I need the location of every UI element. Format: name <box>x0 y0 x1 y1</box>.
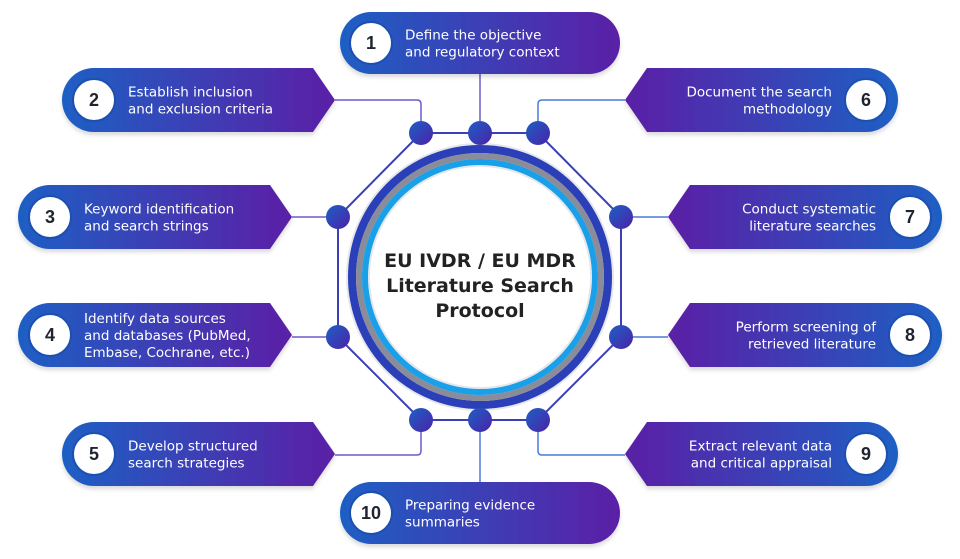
node-dot <box>526 121 550 145</box>
step-label-line: and regulatory context <box>405 45 560 61</box>
node-dot <box>326 205 350 229</box>
node-dot <box>468 121 492 145</box>
center-disc <box>370 167 590 387</box>
central-hub <box>326 121 633 432</box>
center-title-line-1: EU IVDR / EU MDR <box>384 250 576 272</box>
step-box <box>62 68 335 132</box>
step-number: 8 <box>905 325 915 345</box>
step-box <box>668 303 942 367</box>
step-number-badge <box>844 78 888 122</box>
step-label-line: Establish inclusion <box>128 85 253 101</box>
ring-gray <box>356 153 604 401</box>
step-label-line: summaries <box>405 515 480 531</box>
node-dot <box>326 325 350 349</box>
ring-blue <box>348 145 612 409</box>
step-label-line: retrieved literature <box>748 337 876 353</box>
step-label-line: Keyword identification <box>84 202 234 218</box>
step-box <box>18 185 292 249</box>
node-dot <box>409 121 433 145</box>
step-label-line: and databases (PubMed, <box>84 328 251 344</box>
node-dot <box>526 408 550 432</box>
step-label-line: Define the objective <box>405 28 541 44</box>
step-number: 6 <box>861 90 871 110</box>
step-label-line: and search strings <box>84 219 209 235</box>
node-dot <box>468 408 492 432</box>
connector-line <box>335 99 422 133</box>
node-dot <box>409 408 433 432</box>
step-number-badge <box>888 195 932 239</box>
step-label-line: Conduct systematic <box>742 202 876 218</box>
step-number: 5 <box>89 444 99 464</box>
step-number-badge <box>72 432 116 476</box>
node-dot <box>609 205 633 229</box>
step-box <box>340 12 620 74</box>
step-label-line: Develop structured <box>128 439 258 455</box>
step-number: 4 <box>45 325 55 345</box>
step-number-badge <box>72 78 116 122</box>
step-label-line: Perform screening of <box>736 320 878 336</box>
step-label-line: Identify data sources <box>84 311 226 327</box>
step-label-line: and exclusion criteria <box>128 102 273 118</box>
node-dot <box>609 325 633 349</box>
ring-cyan <box>362 159 598 395</box>
step-box <box>668 185 942 249</box>
step-number-badge <box>844 432 888 476</box>
step-box <box>625 422 898 486</box>
step-label-line: search strategies <box>128 456 245 472</box>
step-number-badge <box>349 21 393 65</box>
step-label-line: literature searches <box>749 219 876 235</box>
step-label-line: Document the search <box>686 85 832 101</box>
step-number: 9 <box>861 444 871 464</box>
step-number: 10 <box>361 503 381 523</box>
step-number: 1 <box>366 33 376 53</box>
step-number-badge <box>349 491 393 535</box>
step-number-badge <box>28 195 72 239</box>
step-box <box>18 303 292 367</box>
connector-line <box>537 99 625 133</box>
step-number: 3 <box>45 207 55 227</box>
connector-line <box>537 420 625 456</box>
center-title-line-3: Protocol <box>435 300 524 322</box>
step-label-line: Embase, Cochrane, etc.) <box>84 345 250 361</box>
step-number-badge <box>888 313 932 357</box>
step-box <box>340 482 620 544</box>
step-label-line: Extract relevant data <box>689 439 832 455</box>
connector-line <box>335 420 422 456</box>
step-label-line: and critical appraisal <box>691 456 832 472</box>
step-box <box>62 422 335 486</box>
step-label-line: Preparing evidence <box>405 498 535 514</box>
step-number-badge <box>28 313 72 357</box>
center-title: EU IVDR / EU MDR Literature Search Proto… <box>384 250 576 322</box>
step-number: 2 <box>89 90 99 110</box>
step-box <box>625 68 898 132</box>
center-title-line-2: Literature Search <box>386 275 574 297</box>
step-label-line: methodology <box>743 102 832 118</box>
step-number: 7 <box>905 207 915 227</box>
